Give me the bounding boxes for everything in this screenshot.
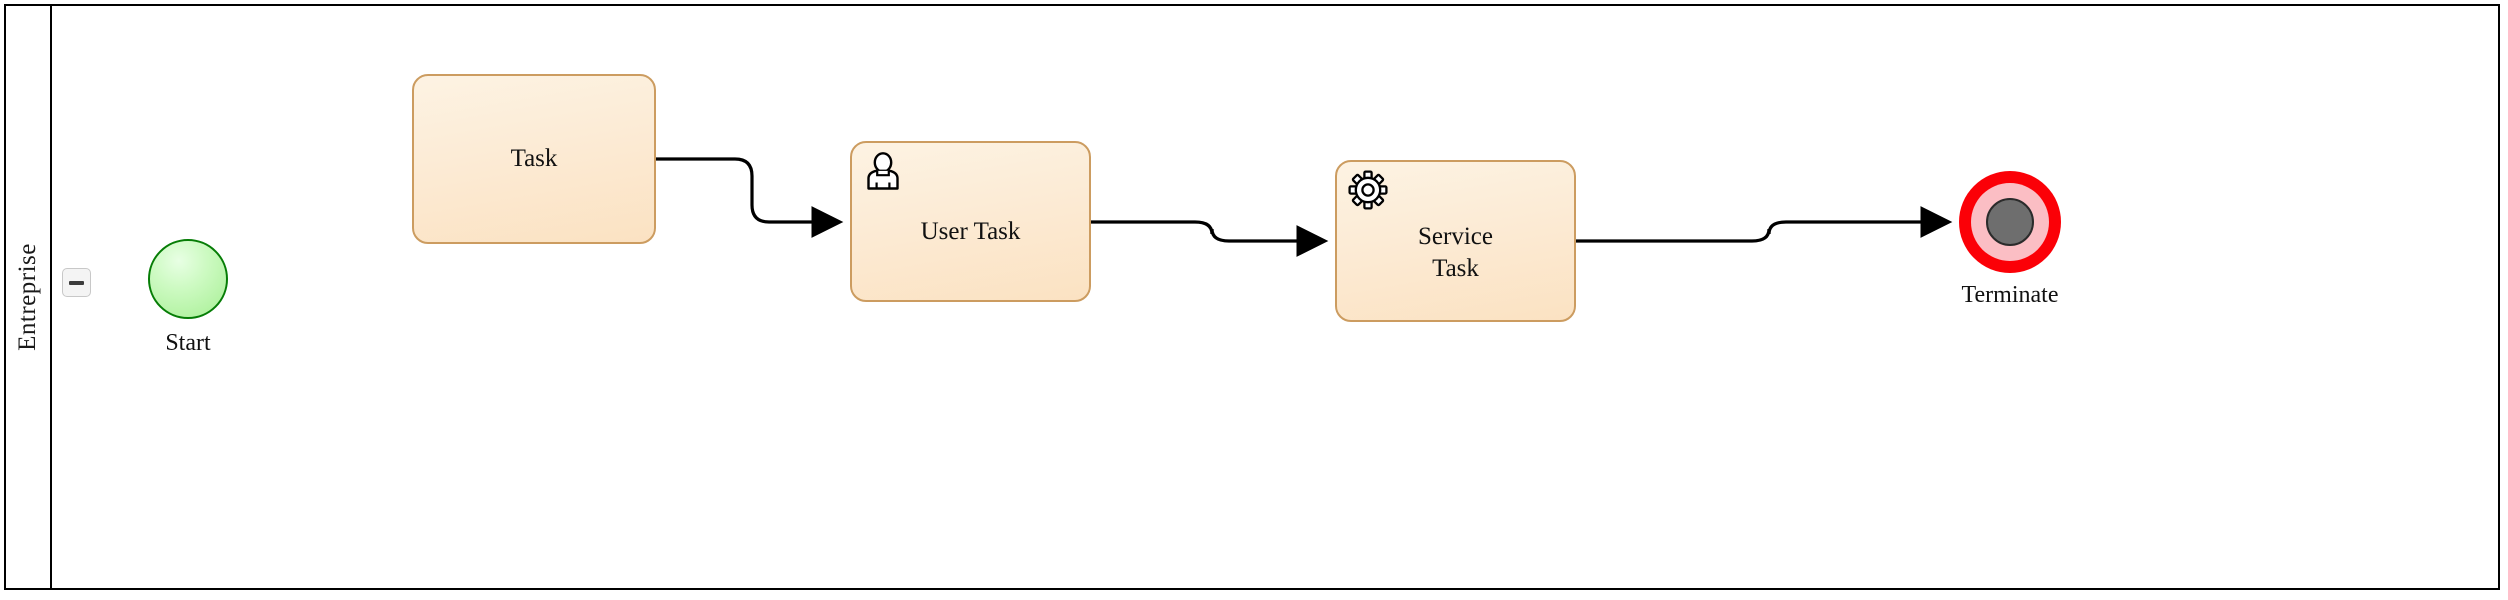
terminate-end-event[interactable] [1959, 171, 2061, 273]
task-service[interactable]: Service Task [1335, 160, 1576, 322]
pool-entreprise[interactable]: Entreprise [4, 4, 2500, 590]
terminate-marker-icon [1986, 198, 2034, 246]
user-icon [867, 152, 899, 190]
task-user[interactable]: User Task [850, 141, 1091, 302]
gear-icon [1348, 170, 1388, 210]
start-event-label: Start [165, 330, 211, 356]
pool-collapse-button[interactable] [62, 268, 91, 297]
minus-icon [69, 280, 84, 285]
task-plain-label: Task [510, 145, 558, 172]
pool-header-lane: Entreprise [6, 6, 52, 588]
pool-name-label: Entreprise [14, 243, 41, 351]
task-service-label: Service Task [1418, 223, 1493, 282]
terminate-event-label: Terminate [1961, 282, 2059, 308]
task-plain[interactable]: Task [412, 74, 656, 244]
start-event[interactable] [148, 239, 228, 319]
task-user-label: User Task [920, 217, 1021, 245]
